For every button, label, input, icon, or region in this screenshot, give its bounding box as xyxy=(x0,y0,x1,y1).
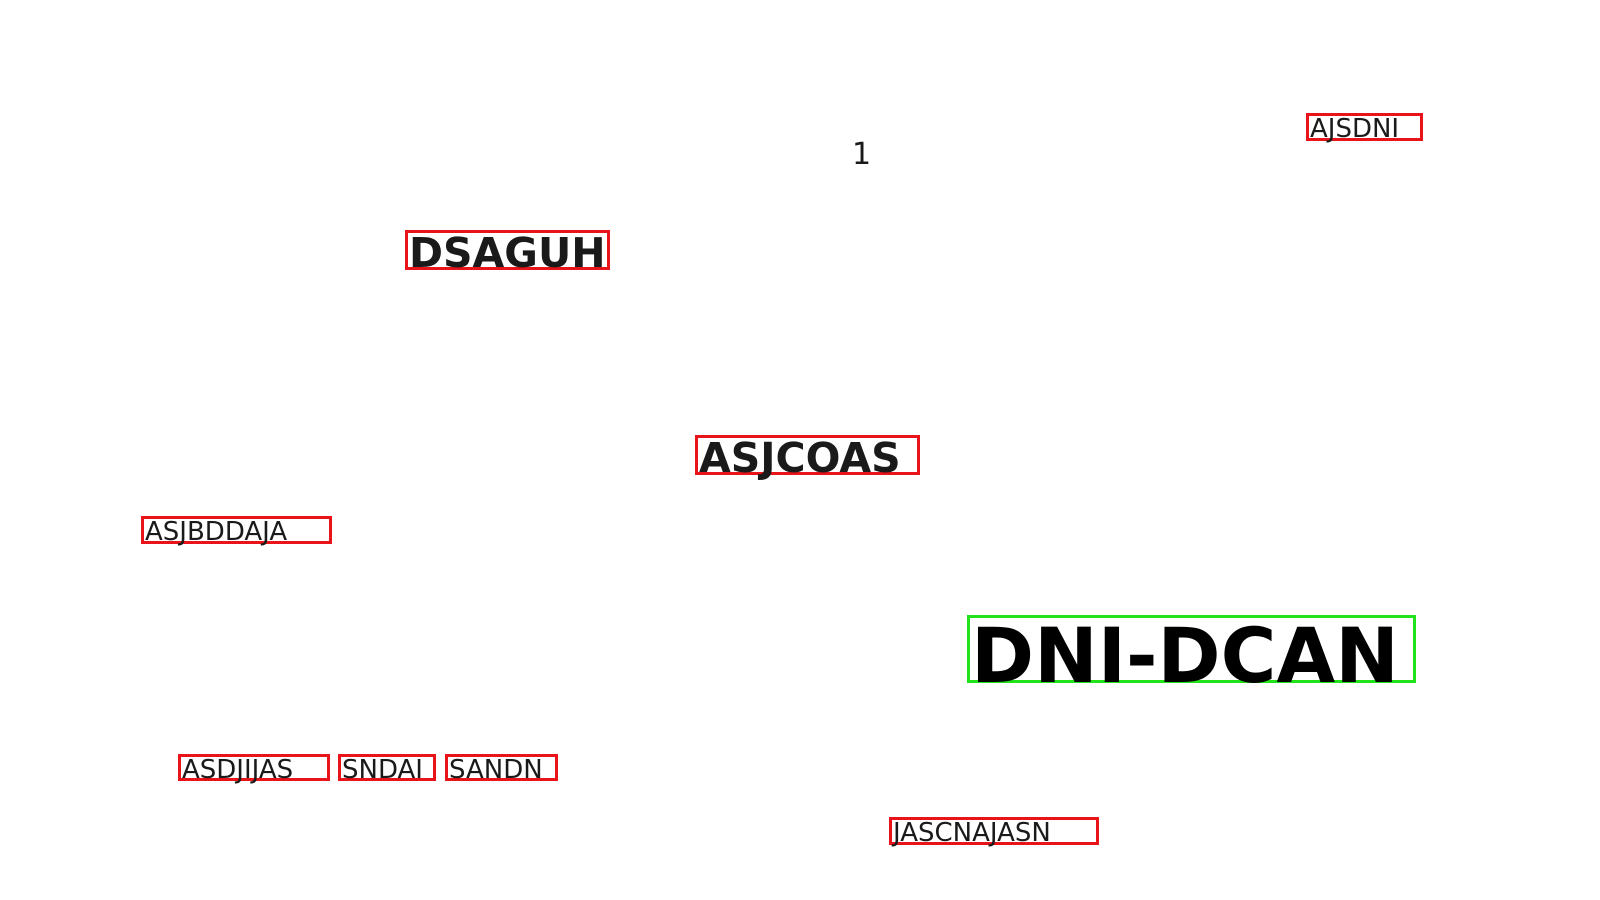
word-box-dni-dcan-selected[interactable]: DNI-DCAN xyxy=(967,615,1416,694)
word-box-ajsdni[interactable]: AJSDNI xyxy=(1306,113,1423,142)
word-box-asjcoas[interactable]: ASJCOAS xyxy=(695,435,920,479)
word-box-sndai[interactable]: SNDAI xyxy=(338,754,436,783)
word-box-asjbddaja[interactable]: ASJBDDAJA xyxy=(141,516,332,545)
word-box-jascnajasn[interactable]: JASCNAJASN xyxy=(889,817,1099,846)
page-number: 1 xyxy=(852,137,872,172)
word-box-dsaguh[interactable]: DSAGUH xyxy=(405,230,610,274)
word-box-asdjijas[interactable]: ASDJIJAS xyxy=(178,754,330,783)
word-box-sandn[interactable]: SANDN xyxy=(445,754,558,783)
